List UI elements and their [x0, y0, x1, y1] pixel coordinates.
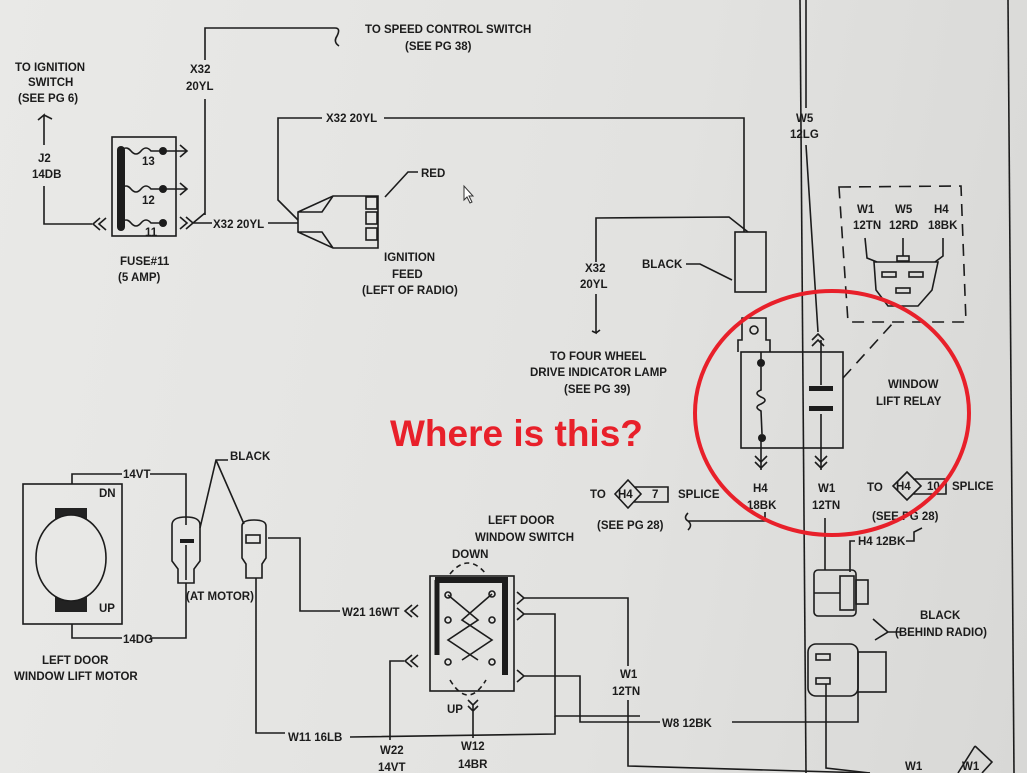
diagram-label: 12RD: [889, 220, 918, 232]
motor-connectors: BLACK (AT MOTOR): [171, 451, 340, 734]
mouse-cursor-icon: [463, 184, 475, 204]
diagram-label: (SEE PG 28): [597, 520, 664, 532]
diagram-label: W5: [895, 204, 913, 216]
ignition-feed-connector: RED IGNITION FEED (LEFT OF RADIO) X32 20…: [277, 113, 745, 297]
diagram-label: LIFT RELAY: [876, 396, 942, 408]
diagram-label: DN: [99, 488, 116, 500]
wire-color-label: RED: [421, 168, 445, 180]
splice-7-reference: TO H4 7 SPLICE (SEE PG 28): [590, 478, 766, 532]
diagram-label: 12TN: [612, 686, 640, 698]
diagram-label: H4: [934, 204, 949, 216]
diagram-label: SWITCH: [28, 77, 73, 89]
diagram-label: 14DG: [123, 634, 153, 646]
fuse-block: 13 12 11 FUSE#11 (5 AMP): [111, 136, 212, 284]
diagram-label: 12TN: [853, 220, 881, 232]
speed-control-label: TO SPEED CONTROL SWITCH: [365, 24, 531, 36]
diagram-label: (AT MOTOR): [186, 591, 254, 603]
wire-label: X32 20YL: [213, 219, 264, 231]
diagram-label: WINDOW SWITCH: [475, 532, 574, 544]
highlight-circle: [693, 289, 971, 537]
ignition-switch-reference: TO IGNITION SWITCH (SEE PG 6) J2 14DB: [15, 62, 107, 231]
diagram-label: BLACK: [642, 259, 683, 271]
fuse-rating: (5 AMP): [118, 272, 161, 284]
diagram-label: J2: [38, 153, 51, 165]
wire-label: X32 20YL: [326, 113, 377, 125]
diagram-label: 12LG: [790, 129, 819, 141]
diagram-label: W12: [461, 741, 485, 753]
diagram-label: H4: [618, 489, 633, 501]
diagram-label: 14DB: [32, 169, 61, 181]
wire-label: X32: [190, 64, 210, 76]
diagram-label: LEFT DOOR: [488, 515, 555, 527]
diagram-label: UP: [99, 603, 115, 615]
relay-pinout-detail: W1 12TN W5 12RD H4 18BK: [838, 185, 967, 323]
diagram-label: 7: [652, 489, 658, 501]
diagram-label: W11 16LB: [288, 732, 342, 744]
diagram-label: X32: [585, 263, 605, 275]
diagram-label: DOWN: [452, 549, 488, 561]
diagram-label: W1: [962, 761, 980, 773]
diagram-label: 18BK: [747, 500, 777, 512]
window-switch: LEFT DOOR WINDOW SWITCH DOWN UP W21 16WT…: [288, 515, 994, 773]
behind-radio-connector: BLACK (BEHIND RADIO): [807, 518, 987, 773]
diagram-label: H4: [896, 481, 911, 493]
fuse-label: FUSE#11: [120, 256, 170, 268]
diagram-label: 11: [145, 227, 158, 239]
diagram-label: W5: [796, 113, 814, 125]
diagram-label: LEFT DOOR: [42, 655, 109, 667]
four-wheel-drive-circuit: BLACK X32 20YL TO FOUR WHEEL DRIVE INDIC…: [530, 216, 767, 396]
diagram-label: SPLICE: [952, 481, 994, 493]
diagram-label: W1: [620, 669, 638, 681]
diagram-label: W1: [905, 761, 923, 773]
speed-control-see: (SEE PG 38): [405, 41, 472, 53]
diagram-label: H4 12BK: [858, 536, 906, 548]
diagram-label: BLACK: [230, 451, 271, 463]
diagram-label: W1: [857, 204, 875, 216]
diagram-label: 14BR: [458, 759, 488, 771]
diagram-label: WINDOW: [888, 379, 939, 391]
window-lift-relay: H4 18BK W1 12TN WINDOW LIFT RELAY: [737, 317, 942, 512]
diagram-label: 14VT: [123, 469, 151, 481]
diagram-label: TO: [590, 489, 606, 501]
diagram-label: DRIVE INDICATOR LAMP: [530, 367, 667, 379]
diagram-label: UP: [447, 704, 463, 716]
diagram-label: WINDOW LIFT MOTOR: [14, 671, 138, 683]
diagram-label: SPLICE: [678, 489, 720, 501]
diagram-label: 14VT: [378, 762, 406, 773]
diagram-label: (SEE PG 39): [564, 384, 631, 396]
annotation-question: Where is this?: [390, 413, 643, 454]
page-edge-line: [799, 0, 807, 773]
splice-10-reference: TO H4 10 SPLICE (SEE PG 28) H4 12BK: [849, 470, 994, 572]
diagram-label: 18BK: [928, 220, 958, 232]
diagram-label: (LEFT OF RADIO): [362, 285, 458, 297]
page-edge-line: [1007, 0, 1015, 773]
speed-control-reference: TO SPEED CONTROL SWITCH (SEE PG 38) X32 …: [186, 24, 531, 215]
diagram-label: 20YL: [580, 279, 608, 291]
diagram-label: W22: [380, 745, 404, 757]
diagram-label: FEED: [392, 269, 423, 281]
diagram-label: TO: [867, 482, 883, 494]
diagram-label: TO FOUR WHEEL: [550, 351, 646, 363]
diagram-label: IGNITION: [384, 252, 435, 264]
diagram-label: W8 12BK: [662, 718, 713, 730]
diagram-label: (SEE PG 6): [18, 93, 78, 105]
diagram-label: W21 16WT: [342, 607, 400, 619]
diagram-label: W1: [818, 483, 836, 495]
diagram-label: 12TN: [812, 500, 840, 512]
diagram-label: (BEHIND RADIO): [895, 627, 987, 639]
window-lift-motor: DN UP 14VT 14DG LEFT DOOR WINDOW LIFT MO…: [14, 469, 187, 683]
diagram-label: TO IGNITION: [15, 62, 85, 74]
diagram-label: BLACK: [920, 610, 961, 622]
wire-label: 20YL: [186, 81, 214, 93]
diagram-label: H4: [753, 483, 768, 495]
diagram-label: 12: [142, 195, 155, 207]
diagram-label: 13: [142, 156, 155, 168]
